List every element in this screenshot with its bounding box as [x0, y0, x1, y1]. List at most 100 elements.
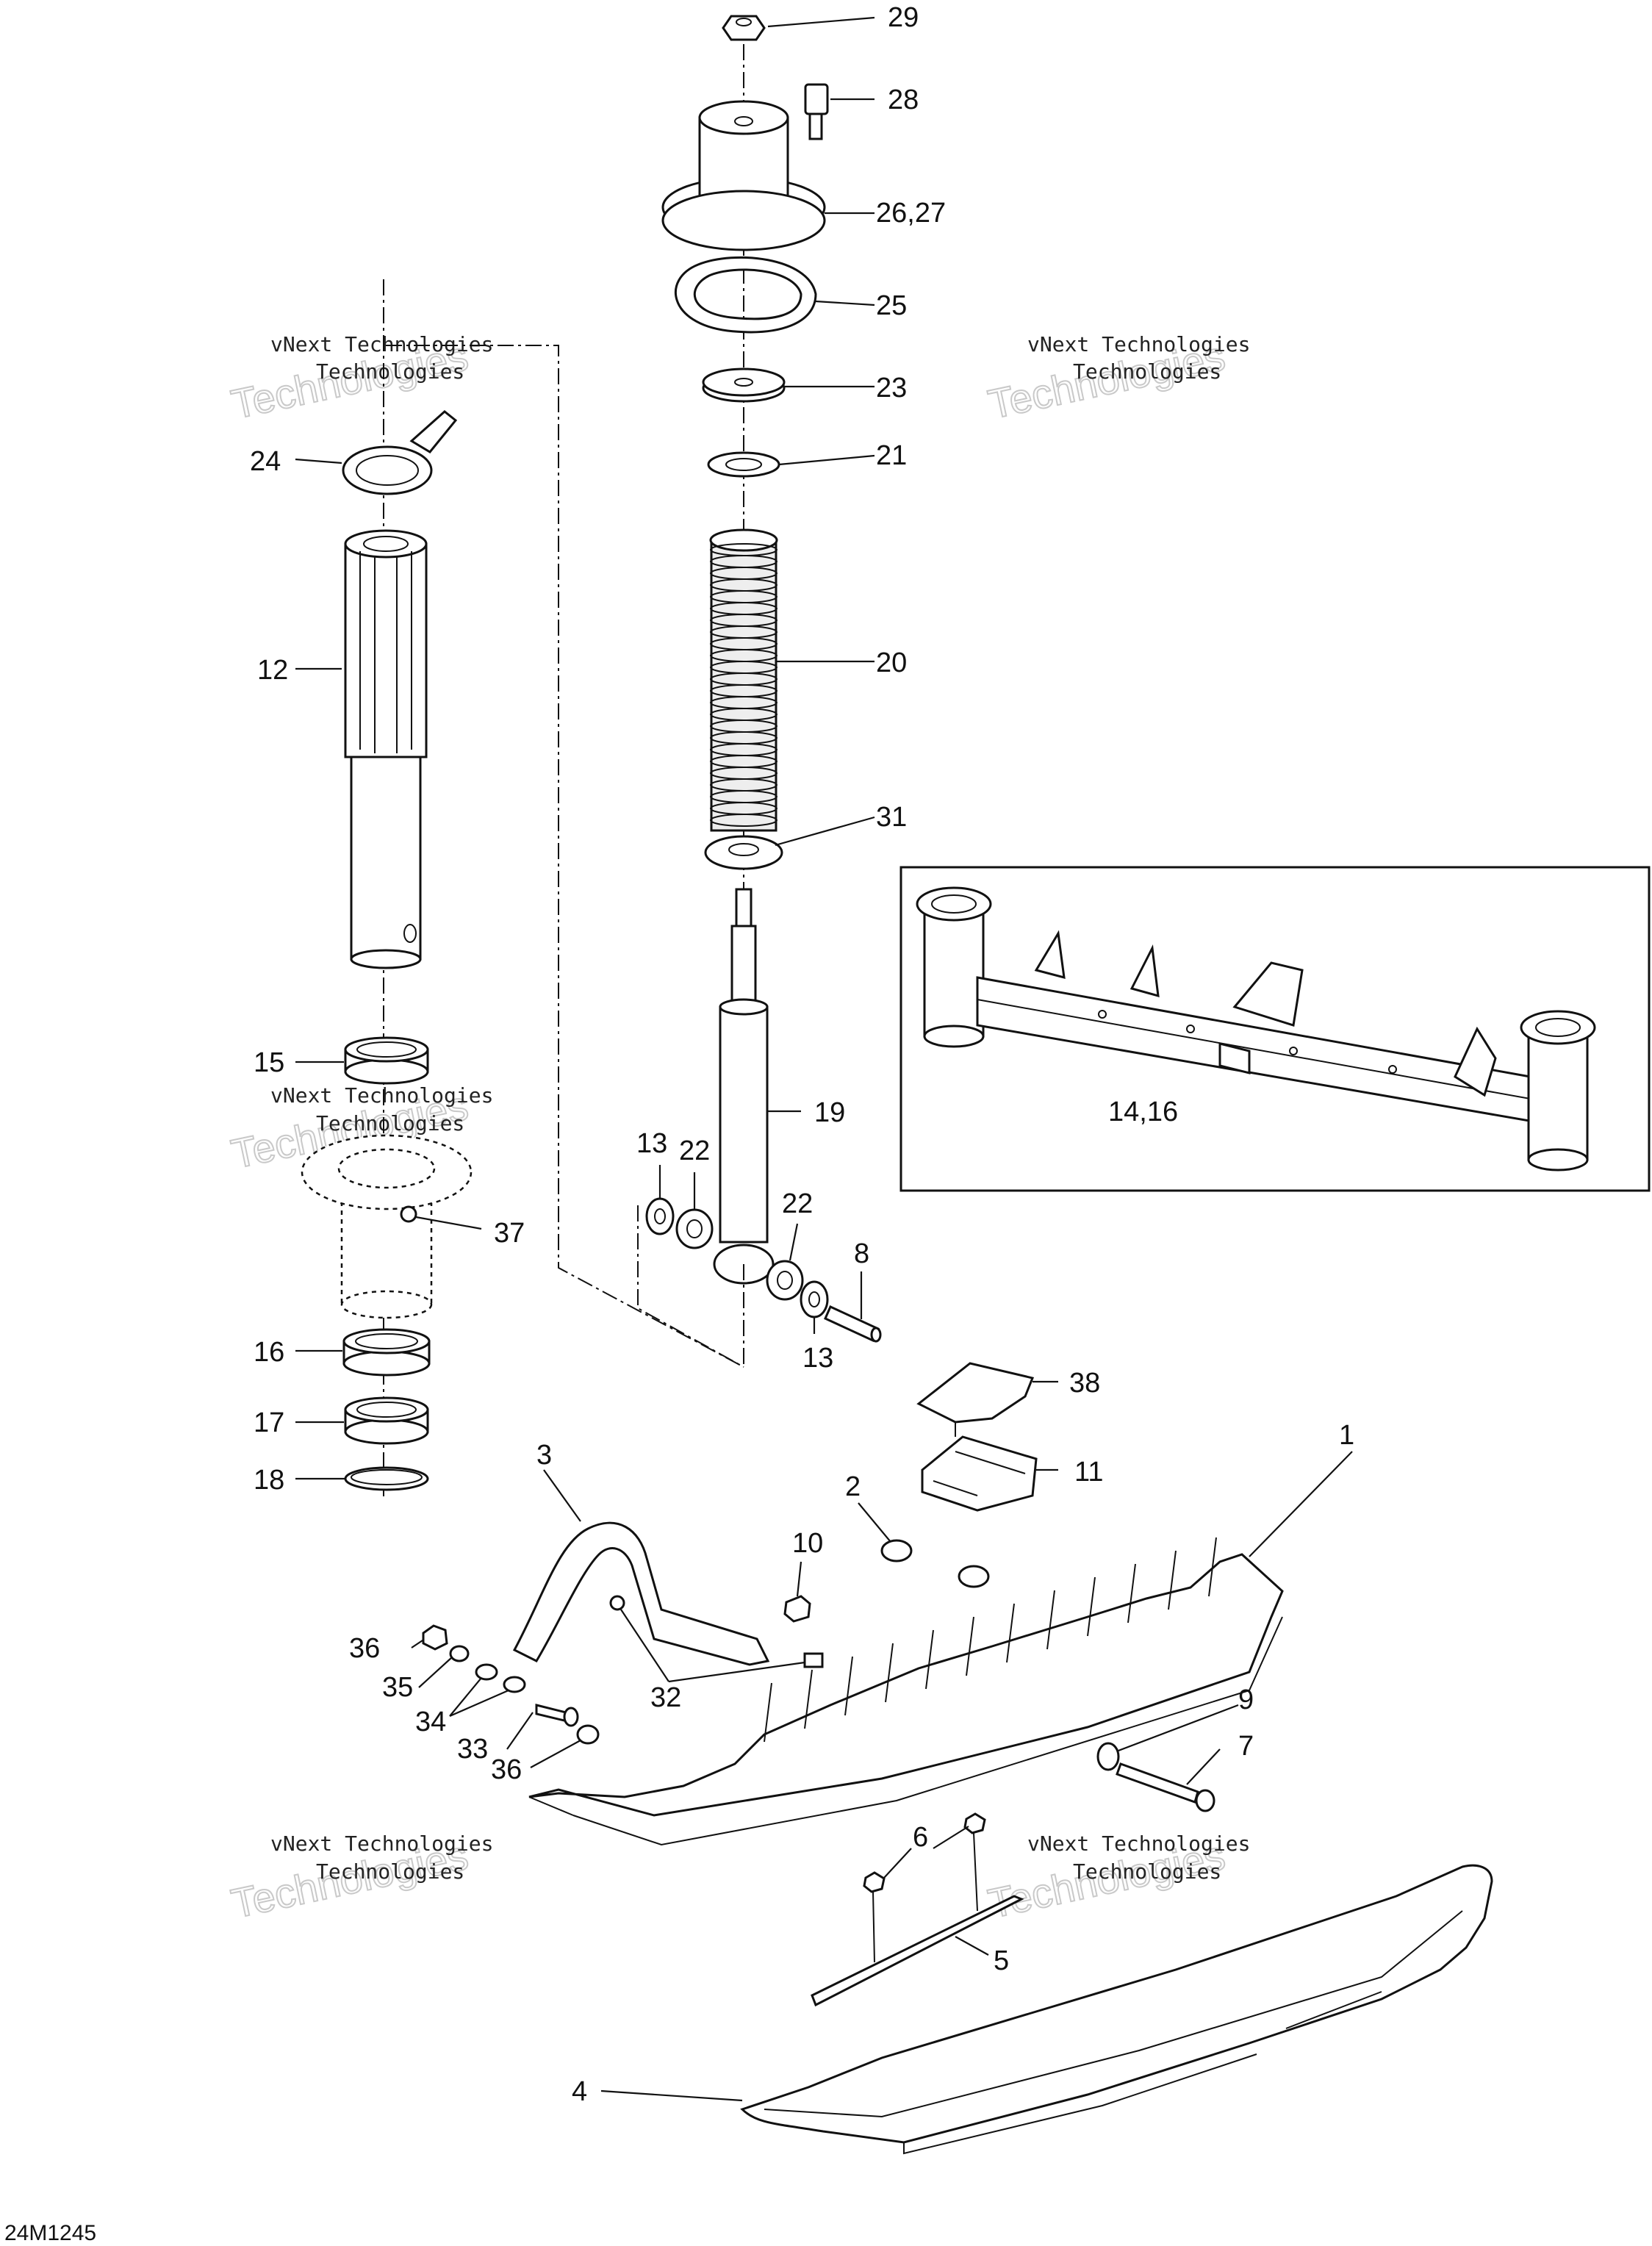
callout-22-upper: 22 [679, 1135, 710, 1166]
part-4-ski [740, 1864, 1493, 2155]
ski-rib [1006, 1603, 1015, 1663]
part-3-loop [512, 1521, 770, 1666]
part-32-bolt [609, 1595, 824, 1668]
part-23-spring-seat [702, 367, 786, 403]
part-16-bushing [342, 1328, 431, 1377]
part-35-lockwasher [449, 1645, 470, 1662]
part-6-nut [863, 1812, 986, 1893]
part-28-screw [804, 83, 829, 140]
part-18-circlip [344, 1466, 429, 1491]
part-11-block [921, 1435, 1038, 1512]
part-25-circlip [675, 256, 817, 334]
svg-text:vNext Technologies: vNext Technologies [270, 1831, 493, 1856]
svg-text:vNext Technologies: vNext Technologies [1027, 1831, 1250, 1856]
part-36-nut-bottom [576, 1724, 600, 1745]
svg-text:Technologies: Technologies [1073, 1859, 1221, 1884]
callout-37: 37 [494, 1218, 525, 1249]
part-38-pad [916, 1362, 1035, 1437]
ski-rib [1087, 1576, 1096, 1637]
callout-28: 28 [888, 85, 919, 115]
callout-8: 8 [854, 1238, 869, 1269]
callout-36-upper: 36 [349, 1633, 380, 1664]
inset-label-14-16: 14,16 [1108, 1097, 1178, 1127]
ski-rib [1208, 1537, 1217, 1597]
part-22-bushing-right [766, 1260, 804, 1301]
callout-25: 25 [876, 290, 907, 321]
callout-33: 33 [457, 1734, 488, 1765]
ski-rib [1046, 1590, 1055, 1650]
callout-34: 34 [415, 1707, 446, 1737]
callout-12: 12 [257, 655, 288, 686]
part-24-spanner [342, 410, 458, 495]
watermark-bottom-right: Technologies vNext Technologies Technolo… [983, 1831, 1250, 1928]
ski-rib [966, 1616, 974, 1676]
watermark-top-right: Technologies vNext Technologies Technolo… [983, 331, 1250, 428]
part-2-spacer [880, 1539, 990, 1588]
part-19-shock [713, 888, 775, 1285]
callout-31: 31 [876, 802, 907, 833]
callout-24: 24 [250, 446, 281, 477]
callout-labels: 29 28 26,27 25 23 21 20 31 19 13 22 22 1… [250, 2, 1354, 2107]
svg-text:Technologies: Technologies [316, 1111, 464, 1135]
part-34-washer [475, 1663, 526, 1693]
part-20-spring [709, 528, 778, 832]
callout-18: 18 [254, 1465, 284, 1496]
callout-2: 2 [845, 1471, 861, 1502]
callout-16: 16 [254, 1337, 284, 1368]
callout-13-lower: 13 [802, 1343, 833, 1374]
callout-4: 4 [572, 2076, 587, 2107]
callout-38: 38 [1069, 1368, 1100, 1399]
spring-coil [710, 814, 777, 827]
callout-7: 7 [1238, 1731, 1254, 1762]
part-5-runner [811, 1832, 1024, 2007]
callout-22-right: 22 [782, 1188, 813, 1219]
callout-6: 6 [913, 1822, 928, 1853]
part-1-ski-body [528, 1537, 1284, 1846]
part-36-nut-top [422, 1624, 448, 1651]
svg-text:vNext Technologies: vNext Technologies [270, 332, 493, 356]
callout-35: 35 [382, 1672, 413, 1703]
callout-3: 3 [536, 1440, 552, 1471]
callout-13-upper: 13 [636, 1128, 667, 1159]
connection-line-1 [386, 345, 744, 1368]
part-21-cone [707, 451, 780, 478]
part-7-bolt [1116, 1762, 1215, 1812]
callout-5: 5 [994, 1945, 1009, 1976]
svg-text:vNext Technologies: vNext Technologies [270, 1083, 493, 1108]
ski-rib [1168, 1550, 1177, 1610]
ski-rib [764, 1682, 772, 1743]
ski-rib [844, 1656, 853, 1716]
callout-29: 29 [888, 2, 919, 33]
part-13-washer-left [645, 1197, 675, 1235]
svg-text:Technologies: Technologies [316, 359, 464, 384]
part-12-spindle [344, 529, 428, 969]
callout-10: 10 [792, 1528, 823, 1559]
callout-21: 21 [876, 440, 907, 471]
callout-23: 23 [876, 373, 907, 403]
callout-17: 17 [254, 1407, 284, 1438]
part-10-nut [783, 1595, 811, 1623]
leader-lines [295, 16, 1353, 2102]
part-33-bolt [535, 1704, 579, 1727]
part-housing-dashed [301, 1134, 473, 1319]
callout-20: 20 [876, 647, 907, 678]
svg-text:vNext Technologies: vNext Technologies [1027, 332, 1250, 356]
part-29-nut [722, 15, 766, 41]
part-17-bushing [344, 1396, 429, 1445]
part-37-grease-fitting [400, 1205, 417, 1223]
ski-rib [925, 1629, 934, 1690]
part-13-washer-right [800, 1280, 829, 1318]
part-15-bushing [344, 1036, 429, 1085]
connection-line-2 [637, 1205, 744, 1368]
part-26-27-cap [661, 100, 826, 251]
watermark-bottom-left: Technologies vNext Technologies Technolo… [226, 1831, 493, 1928]
part-31-seat [704, 835, 783, 870]
svg-text:Technologies: Technologies [1073, 359, 1221, 384]
callout-11: 11 [1074, 1457, 1103, 1488]
part-8-pin [824, 1305, 882, 1343]
callout-15: 15 [254, 1047, 284, 1078]
callout-1: 1 [1339, 1420, 1354, 1451]
callout-19: 19 [814, 1097, 845, 1128]
callout-9: 9 [1238, 1684, 1254, 1715]
part-22-bushing-left [675, 1208, 714, 1249]
